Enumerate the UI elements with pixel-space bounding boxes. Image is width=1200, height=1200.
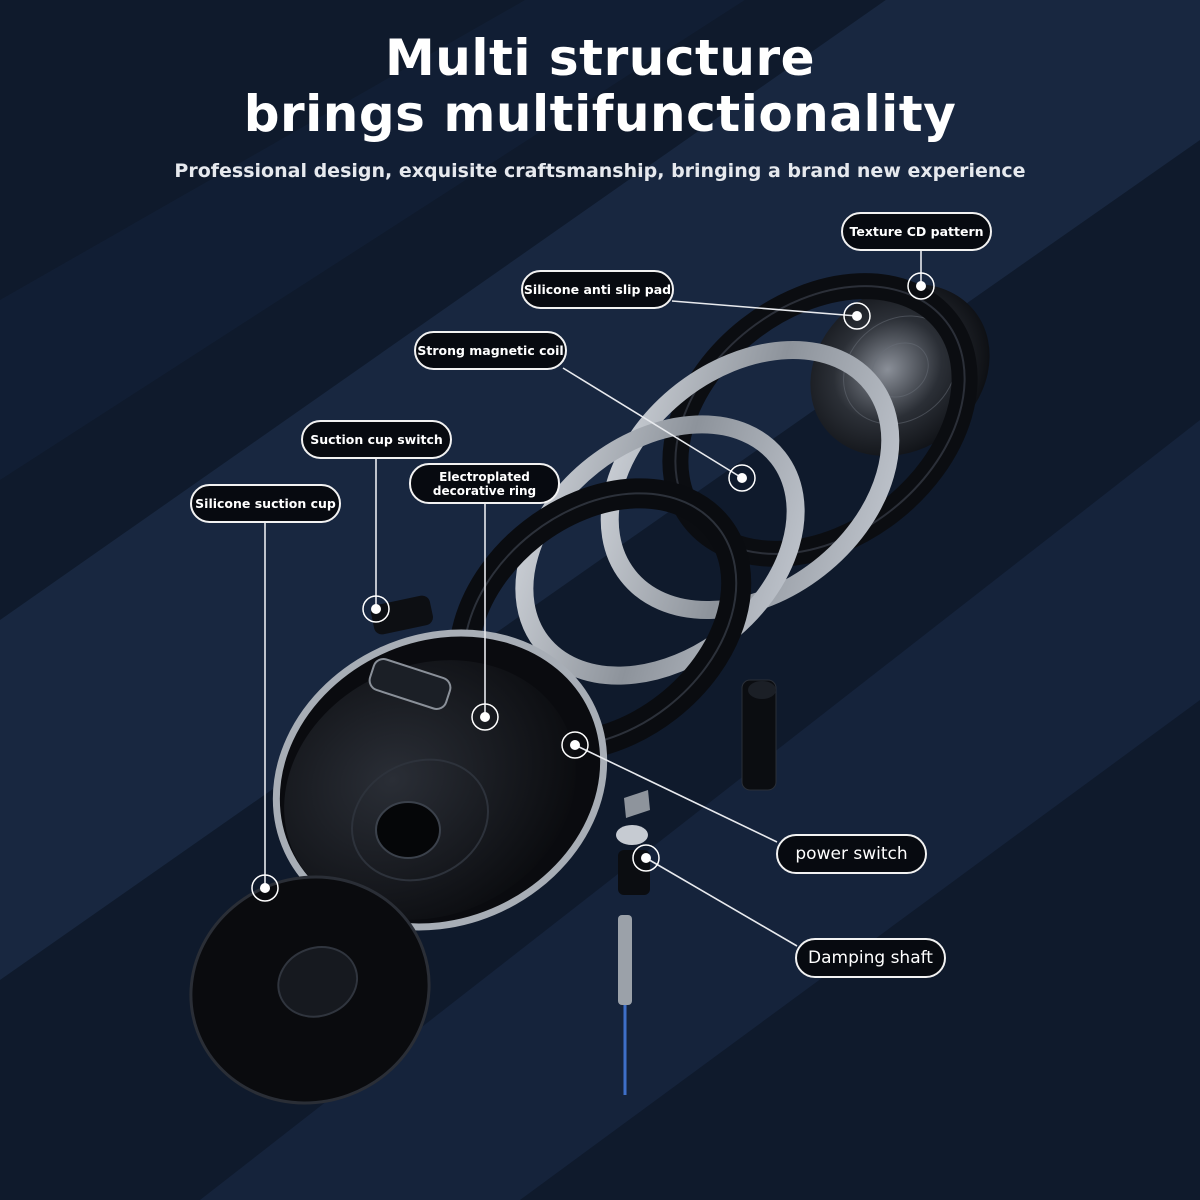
hinge-cap [748,681,776,699]
marker-dots [251,272,935,902]
label-silicone-anti-slip-pad: Silicone anti slip pad [521,270,674,309]
leader-lines [264,251,922,947]
hinge-part [741,679,777,791]
label-electroplated-decorative-ring: Electroplated decorative ring [409,463,560,504]
label-electroplated-line2: decorative ring [432,483,537,498]
shaft-cap [624,790,650,818]
label-damping-shaft: Damping shaft [795,938,946,978]
page-subtitle: Professional design, exquisite craftsman… [174,160,1026,182]
magnetic-coil-ring-1 [600,341,900,619]
page-title-line1: Multi structure [384,29,816,87]
label-power-switch: power switch [776,834,927,874]
shaft-housing [618,850,650,895]
damping-shaft-pin [618,915,632,1005]
background-band [0,0,745,480]
label-strong-magnetic-coil: Strong magnetic coil [414,331,567,370]
page-title-line2: brings multifunctionality [243,85,957,143]
label-suction-cup-switch: Suction cup switch [301,420,452,459]
label-texture-cd-pattern: Texture CD pattern [841,212,992,251]
label-electroplated-line1: Electroplated [439,469,530,484]
main-body [272,595,608,931]
washer [616,825,648,845]
background-band [200,420,1200,1200]
label-silicone-suction-cup: Silicone suction cup [190,484,341,523]
silicone-suction-cup-disc [189,875,431,1105]
